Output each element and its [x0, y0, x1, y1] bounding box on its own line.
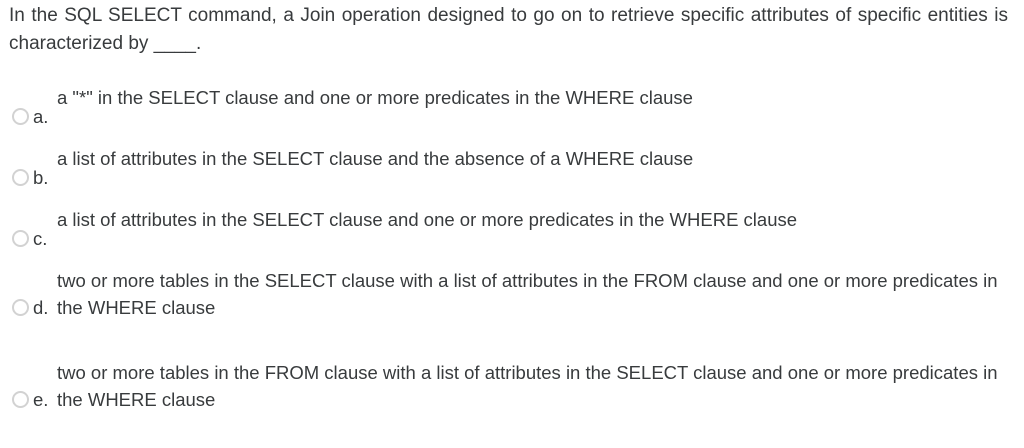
radio-button-d[interactable]	[12, 299, 29, 316]
answer-option-b: b. a list of attributes in the SELECT cl…	[0, 145, 1024, 191]
answer-option-a: a. a "*" in the SELECT clause and one or…	[0, 84, 1024, 130]
option-letter-d[interactable]: d.	[33, 297, 49, 318]
radio-button-a[interactable]	[12, 108, 29, 125]
question-text: In the SQL SELECT command, a Join operat…	[9, 5, 1008, 54]
option-e-control: e.	[0, 386, 57, 413]
option-text-c: a list of attributes in the SELECT claus…	[57, 209, 798, 230]
radio-button-b[interactable]	[12, 169, 29, 186]
option-letter-a[interactable]: a.	[33, 106, 49, 127]
quiz-question-page: In the SQL SELECT command, a Join operat…	[0, 5, 1024, 413]
radio-button-c[interactable]	[12, 230, 29, 247]
answer-option-d: d. two or more tables in the SELECT clau…	[0, 267, 1024, 321]
option-letter-b[interactable]: b.	[33, 167, 49, 188]
option-letter-c[interactable]: c.	[33, 228, 48, 249]
option-text-d: two or more tables in the SELECT clause …	[57, 270, 998, 318]
answer-option-c: c. a list of attributes in the SELECT cl…	[0, 206, 1024, 252]
answer-options: a. a "*" in the SELECT clause and one or…	[0, 84, 1024, 413]
option-b-control: b.	[0, 164, 57, 191]
option-text-e: two or more tables in the FROM clause wi…	[57, 362, 998, 410]
radio-button-e[interactable]	[12, 391, 29, 408]
option-text-b: a list of attributes in the SELECT claus…	[57, 148, 694, 169]
option-letter-e[interactable]: e.	[33, 389, 49, 410]
option-c-control: c.	[0, 225, 57, 252]
option-d-control: d.	[0, 294, 57, 321]
option-text-a: a "*" in the SELECT clause and one or mo…	[57, 87, 693, 108]
answer-option-e: e. two or more tables in the FROM clause…	[0, 359, 1024, 413]
option-a-control: a.	[0, 103, 57, 130]
